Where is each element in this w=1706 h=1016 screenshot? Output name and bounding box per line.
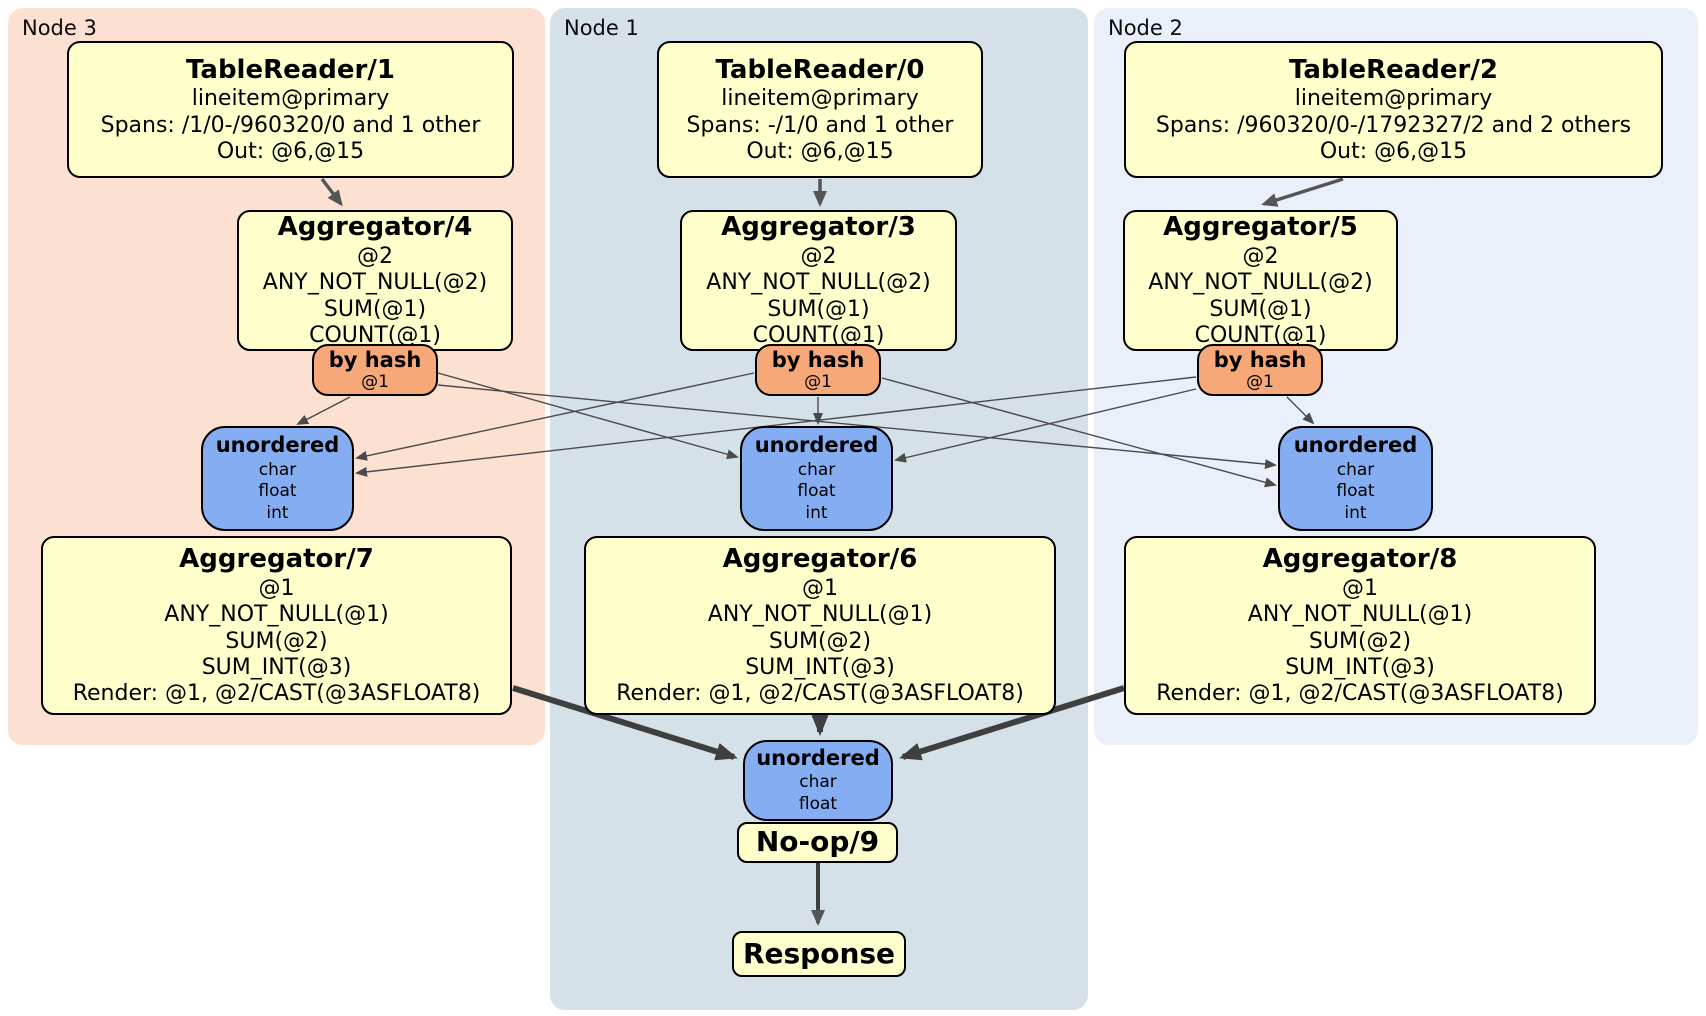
router-detail: @1 — [361, 371, 389, 392]
node2-label: Node 2 — [1108, 16, 1183, 40]
agg-fn-label: ANY_NOT_NULL(@2) — [1148, 270, 1373, 296]
agg-group-label: @2 — [1242, 243, 1279, 269]
sync-title: unordered — [1293, 433, 1418, 458]
aggregator-8-processor: Aggregator/8 @1 ANY_NOT_NULL(@1) SUM(@2)… — [1124, 536, 1596, 715]
render-label: Render: @1, @2/CAST(@3ASFLOAT8) — [1156, 681, 1564, 707]
processor-title: No-op/9 — [755, 825, 880, 859]
sync-type-label: float — [797, 481, 836, 502]
agg-fn-label: SUM(@1) — [767, 296, 870, 322]
processor-title: TableReader/1 — [186, 54, 395, 85]
agg-fn-label: ANY_NOT_NULL(@1) — [164, 602, 389, 628]
sync-type-label: char — [797, 459, 836, 480]
processor-title: Aggregator/5 — [1163, 212, 1358, 243]
agg-fn-label: COUNT(@1) — [309, 323, 441, 349]
sync-type-label: int — [266, 503, 289, 524]
unordered-sync-node3: unordered char float int — [201, 426, 354, 531]
sync-type-label: char — [258, 459, 297, 480]
aggregator-3-processor: Aggregator/3 @2 ANY_NOT_NULL(@2) SUM(@1)… — [680, 210, 957, 351]
processor-title: Aggregator/4 — [277, 212, 473, 243]
sync-type-label: int — [1344, 503, 1367, 524]
sync-type-label: float — [1336, 481, 1375, 502]
processor-title: Aggregator/6 — [722, 544, 918, 575]
hash-router-node3: by hash @1 — [312, 344, 438, 396]
sync-title: unordered — [215, 433, 340, 458]
tablereader-1-processor: TableReader/1 lineitem@primary Spans: /1… — [67, 41, 514, 178]
render-label: Render: @1, @2/CAST(@3ASFLOAT8) — [616, 681, 1024, 707]
agg-fn-label: COUNT(@1) — [1194, 323, 1327, 349]
agg-fn-label: SUM(@1) — [1209, 296, 1312, 322]
agg-group-label: @1 — [1342, 575, 1378, 601]
index-label: lineitem@primary — [1294, 86, 1493, 112]
tablereader-agg-edges — [320, 177, 1344, 207]
agg-group-label: @1 — [802, 575, 838, 601]
router-detail: @1 — [804, 371, 832, 392]
tablereader-2-processor: TableReader/2 lineitem@primary Spans: /9… — [1124, 41, 1663, 178]
sync-type-label: int — [805, 503, 828, 524]
agg-fn-label: SUM(@2) — [225, 628, 328, 654]
processor-title: Aggregator/7 — [179, 544, 374, 575]
agg-fn-label: SUM(@1) — [323, 296, 427, 322]
sync-type-label: char — [799, 772, 837, 793]
router-title: by hash — [1213, 347, 1307, 372]
sync-type-label: float — [258, 481, 297, 502]
agg-fn-label: ANY_NOT_NULL(@1) — [1247, 602, 1473, 628]
sync-title: unordered — [754, 433, 879, 458]
index-label: lineitem@primary — [721, 86, 919, 112]
agg-fn-label: SUM_INT(@3) — [745, 654, 895, 680]
unordered-sync-node1: unordered char float int — [740, 426, 893, 531]
sync-title: unordered — [756, 746, 880, 771]
agg-group-label: @2 — [357, 243, 393, 269]
processor-title: TableReader/2 — [1289, 54, 1498, 85]
agg-fn-label: SUM_INT(@3) — [1285, 654, 1435, 680]
router-sync-edges — [296, 372, 1315, 488]
out-label: Out: @6,@15 — [746, 138, 894, 164]
unordered-sync-final: unordered char float — [743, 740, 893, 821]
node3-label: Node 3 — [22, 16, 97, 40]
index-label: lineitem@primary — [191, 86, 390, 112]
response-box: Response — [732, 931, 906, 977]
agg-group-label: @1 — [258, 575, 295, 601]
tablereader-0-processor: TableReader/0 lineitem@primary Spans: -/… — [657, 41, 983, 178]
sync-type-label: float — [798, 794, 838, 815]
spans-label: Spans: /1/0-/960320/0 and 1 other — [100, 112, 481, 138]
noop-processor: No-op/9 — [737, 822, 898, 863]
processor-title: TableReader/0 — [715, 54, 925, 85]
aggregator-4-processor: Aggregator/4 @2 ANY_NOT_NULL(@2) SUM(@1)… — [237, 210, 513, 351]
hash-router-node2: by hash @1 — [1197, 344, 1323, 396]
agg-fn-label: ANY_NOT_NULL(@2) — [706, 270, 931, 296]
aggregator-7-processor: Aggregator/7 @1 ANY_NOT_NULL(@1) SUM(@2)… — [41, 536, 512, 715]
hash-router-node1: by hash @1 — [755, 344, 881, 396]
node1-label: Node 1 — [564, 16, 639, 40]
agg-fn-label: SUM(@2) — [1308, 628, 1412, 654]
agg-fn-label: ANY_NOT_NULL(@1) — [707, 602, 933, 628]
router-title: by hash — [771, 347, 865, 372]
agg-group-label: @2 — [800, 243, 837, 269]
unordered-sync-node2: unordered char float int — [1278, 426, 1433, 531]
router-title: by hash — [328, 347, 422, 372]
agg-fn-label: ANY_NOT_NULL(@2) — [262, 270, 488, 296]
out-label: Out: @6,@15 — [216, 138, 365, 164]
out-label: Out: @6,@15 — [1319, 138, 1468, 164]
agg-fn-label: SUM_INT(@3) — [201, 654, 352, 680]
aggregator-6-processor: Aggregator/6 @1 ANY_NOT_NULL(@1) SUM(@2)… — [584, 536, 1056, 715]
aggregator-5-processor: Aggregator/5 @2 ANY_NOT_NULL(@2) SUM(@1)… — [1123, 210, 1398, 351]
agg-fn-label: COUNT(@1) — [752, 323, 885, 349]
router-detail: @1 — [1246, 371, 1274, 392]
processor-title: Aggregator/8 — [1262, 544, 1458, 575]
spans-label: Spans: /960320/0-/1792327/2 and 2 others — [1155, 112, 1632, 138]
agg-final-sync-edges — [512, 685, 1125, 761]
response-title: Response — [742, 936, 896, 970]
spans-label: Spans: -/1/0 and 1 other — [686, 112, 954, 138]
render-label: Render: @1, @2/CAST(@3ASFLOAT8) — [72, 681, 481, 707]
sync-type-label: char — [1336, 459, 1375, 480]
processor-title: Aggregator/3 — [721, 212, 916, 243]
agg-fn-label: SUM(@2) — [768, 628, 872, 654]
